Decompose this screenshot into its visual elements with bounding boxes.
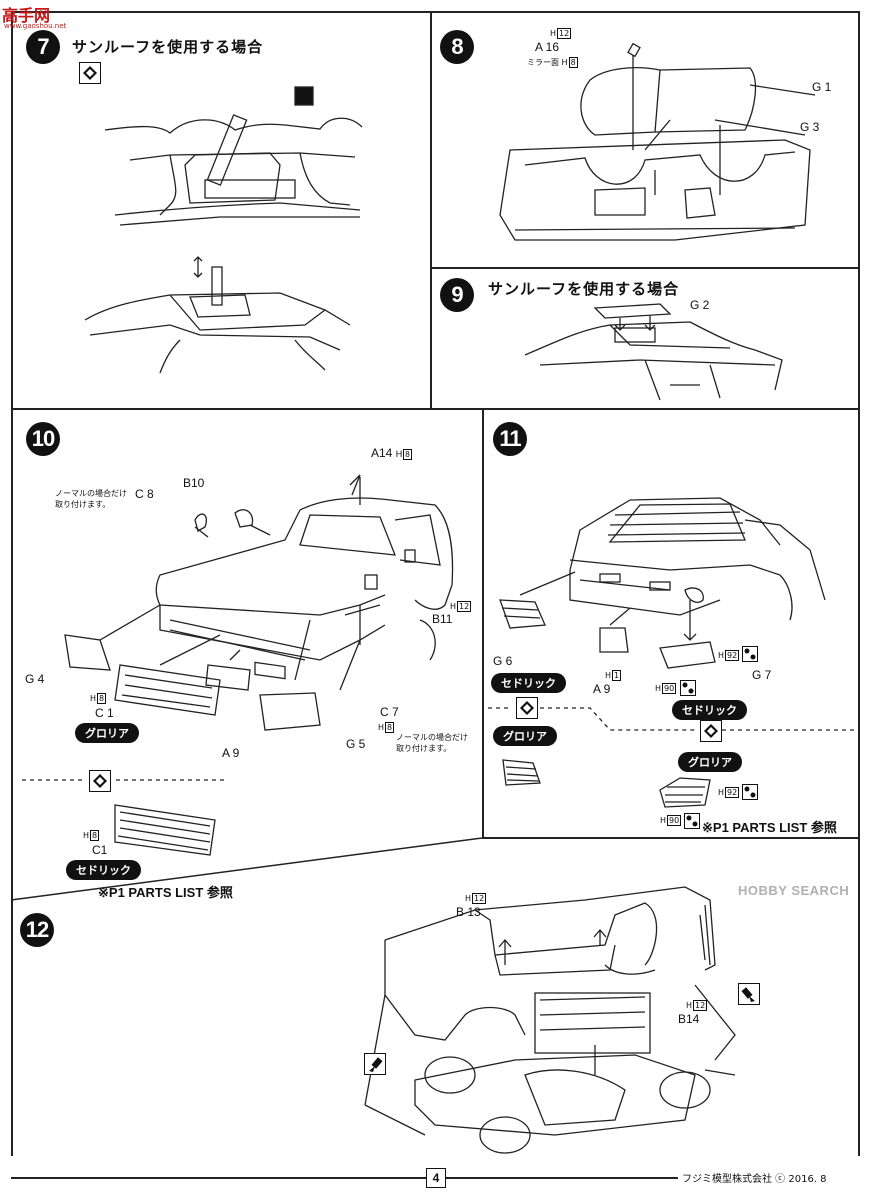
step8-label-g3: G 3 (800, 120, 820, 134)
footer-copyright: フジミ模型株式会社 ⓒ 2016. 8 (682, 1174, 827, 1185)
step12-assembly-drawing (364, 886, 736, 1154)
divider-horizontal-mid (11, 408, 859, 410)
step11-paint-icon-3 (742, 784, 758, 800)
step11-cut-symbol-icon-1 (516, 697, 538, 719)
cut-symbol-icon (79, 62, 101, 84)
step-number-9: 9 (440, 278, 474, 312)
outer-frame-left (11, 11, 13, 1156)
footer-line-left (11, 1177, 426, 1179)
step-number-11: 11 (493, 422, 527, 456)
divider-vertical-mid (482, 408, 484, 838)
step11-pill-cedric-1: セドリック (491, 673, 566, 693)
step12-screw-icon-left (364, 1053, 386, 1075)
divider-step11-12 (482, 837, 859, 839)
footer-line-right (446, 1177, 678, 1179)
divider-step8-9 (430, 267, 859, 269)
step11-car-rear-drawing (499, 497, 826, 669)
step10-label-b11: B11 (432, 612, 453, 626)
step10-grille-c1-alt (114, 804, 216, 856)
step11-label-g6: G 6 (493, 654, 513, 668)
watermark-url: www.gaoshou.net (4, 22, 67, 30)
step-number-12: 12 (20, 913, 54, 947)
step10-label-c1b: C1 (92, 843, 108, 857)
step10-pill-gloria: グロリア (75, 723, 139, 743)
step11-label-a9: A 9 (593, 682, 611, 696)
watermark-hobbysearch: HOBBY SEARCH (738, 883, 850, 898)
page-number: 4 (426, 1168, 446, 1188)
step10-label-g4: G 4 (25, 672, 45, 686)
step10-label-a9: A 9 (222, 746, 240, 760)
step10-pill-cedric: セドリック (66, 860, 141, 880)
step11-pill-gloria-1: グロリア (493, 726, 557, 746)
outer-frame-right (858, 11, 860, 1156)
step9-car-drawing (524, 303, 783, 401)
divider-vertical-top (430, 11, 432, 409)
step11-paint-icon-4 (684, 813, 700, 829)
step7-heading: サンルーフを使用する場合 (72, 38, 264, 56)
step7-roof-top-drawing (104, 86, 363, 226)
step10-cut-symbol-icon (89, 770, 111, 792)
step11-parts-list-ref: ※P1 PARTS LIST 参照 (702, 820, 837, 835)
step11-label-g7: G 7 (752, 668, 772, 682)
watermark-logo: 高手网 (2, 6, 51, 25)
step8-label-g1: G 1 (812, 80, 832, 94)
step10-label-g5: G 5 (346, 737, 366, 751)
step11-paint-icon-1 (742, 646, 758, 662)
step11-gloria-lamp-right (659, 777, 711, 808)
step11-cut-symbol-icon-2 (700, 720, 722, 742)
step11-pill-cedric-2: セドリック (672, 700, 747, 720)
step-number-10: 10 (26, 422, 60, 456)
step10-label-b10: B10 (183, 476, 205, 490)
step10-note-c7: ノーマルの場合だけ取り付けます。 (396, 733, 468, 753)
step10-label-c1: C 1 (95, 706, 114, 720)
step-number-8: 8 (440, 30, 474, 64)
step11-gloria-lamp-left (502, 759, 541, 786)
step12-screw-icon-right (738, 983, 760, 1005)
step9-label-g2: G 2 (690, 298, 710, 312)
step-number-7: 7 (26, 30, 60, 64)
step10-label-c7: C 7 (380, 705, 399, 719)
step10-label-c8: C 8 (135, 487, 154, 501)
step8-body-drawing (499, 42, 816, 241)
step10-parts-list-ref: ※P1 PARTS LIST 参照 (98, 885, 233, 900)
step10-note-c8: ノーマルの場合だけ取り付けます。 (55, 489, 127, 509)
step10-car-front-drawing (64, 474, 454, 731)
step7-roof-drawing (84, 256, 351, 374)
step11-pill-gloria-2: グロリア (678, 752, 742, 772)
step12-label-b14: B14 (678, 1012, 700, 1026)
step8-label-a16: A 16 (535, 40, 560, 54)
outer-frame-top (11, 11, 859, 13)
step11-paint-icon-2 (680, 680, 696, 696)
step9-heading: サンルーフを使用する場合 (488, 280, 680, 298)
